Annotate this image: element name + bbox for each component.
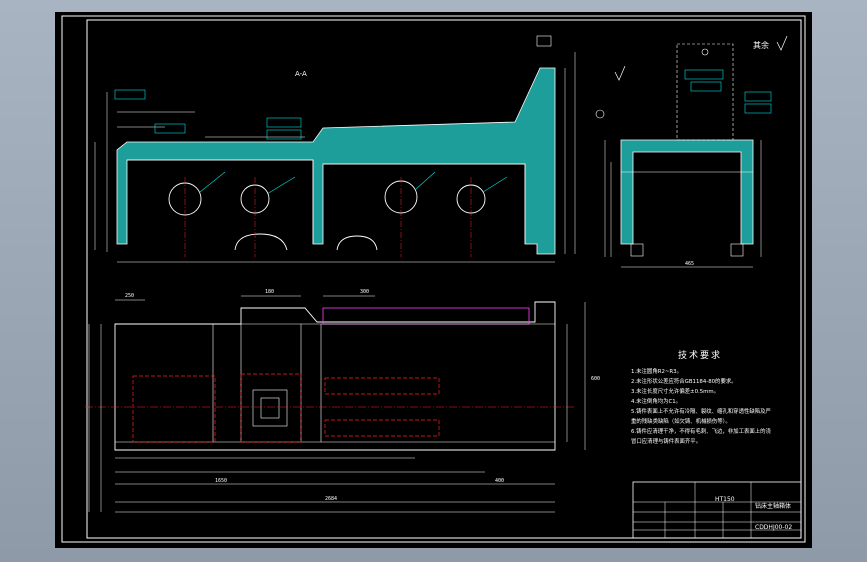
inner-frame (86, 19, 802, 539)
tech-note-5: 5.铸件表面上不允许有冷隔、裂纹、缩孔和穿透性缺陷及严 (631, 409, 771, 415)
side-section-view: 其余 (595, 35, 788, 268)
tech-note-1: 1.未注圆角R2~R3。 (631, 369, 682, 375)
tech-note-3: 3.未注长度尺寸允许偏差±0.5mm。 (631, 389, 720, 395)
title-part-name: 钻床主轴箱体 (755, 502, 791, 510)
dim-b: 180 (265, 289, 274, 295)
dim-overall-length: 2684 (325, 496, 337, 502)
tech-note-8: 冒口应清理与铸件表面齐平。 (631, 439, 702, 445)
outer-border (61, 15, 806, 543)
roughness-symbol-icon (776, 35, 788, 51)
plan-outline (114, 301, 556, 451)
front-section-view: A-A (94, 35, 576, 263)
dim-width-a: 1650 (215, 478, 227, 484)
dim-c: 250 (125, 293, 134, 299)
title-material: HT150 (715, 496, 735, 503)
tech-note-4: 4.未注倒角均为C1。 (631, 399, 682, 405)
tech-note-7: 6.铸件应清理干净，不得有毛刺、飞边，非加工表面上的浇 (631, 429, 771, 435)
dim-a: 300 (360, 289, 369, 295)
title-drawing-no: CDDHJ00-02 (755, 524, 792, 531)
cad-viewport[interactable]: A-A 其余 (55, 12, 812, 548)
plan-view: 2684 1650 400 600 465 300 180 250 (85, 261, 694, 513)
section-hatch (116, 67, 556, 255)
drawing-sheet: A-A 其余 (61, 15, 806, 543)
title-block: HT150 钻床主轴箱体 CDDHJ00-02 (632, 481, 802, 539)
section-label: A-A (295, 70, 307, 78)
tech-title: 技术要求 (677, 351, 722, 361)
tech-note-6: 重的残缺类缺陷（如欠铸、机械损伤等）。 (631, 419, 731, 425)
tech-notes-panel: 技术要求 1.未注圆角R2~R3。 2.未注形状公差应符合GB1184-80的要… (631, 348, 809, 447)
side-hatch (620, 139, 754, 245)
dim-width-b: 400 (495, 478, 504, 484)
dim-side-width: 465 (685, 261, 694, 267)
dim-height-a: 600 (591, 376, 600, 382)
tech-note-2: 2.未注形状公差应符合GB1184-80的要求。 (631, 379, 737, 385)
roughness-other-label: 其余 (753, 40, 769, 50)
